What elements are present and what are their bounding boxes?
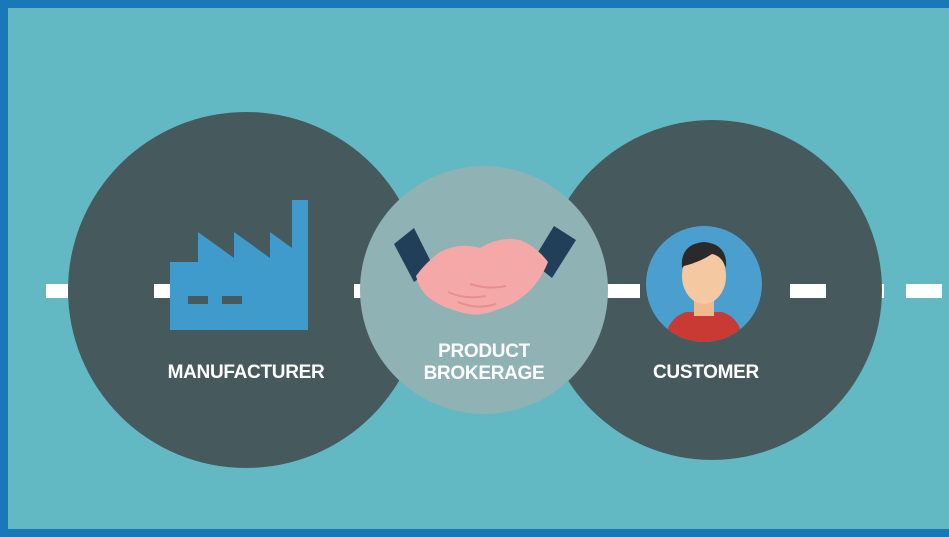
dash <box>46 284 68 298</box>
person-icon <box>646 226 762 342</box>
brokerage-label-line2: BROKERAGE <box>424 363 545 384</box>
dash <box>600 284 640 298</box>
dash <box>906 284 942 298</box>
customer-label: CUSTOMER <box>653 362 760 383</box>
brokerage-label-line1: PRODUCT <box>438 341 531 362</box>
manufacturer-label: MANUFACTURER <box>168 362 325 383</box>
factory-icon <box>170 200 308 330</box>
dash <box>154 284 170 298</box>
dash <box>790 284 826 298</box>
handshake-icon <box>394 226 576 315</box>
